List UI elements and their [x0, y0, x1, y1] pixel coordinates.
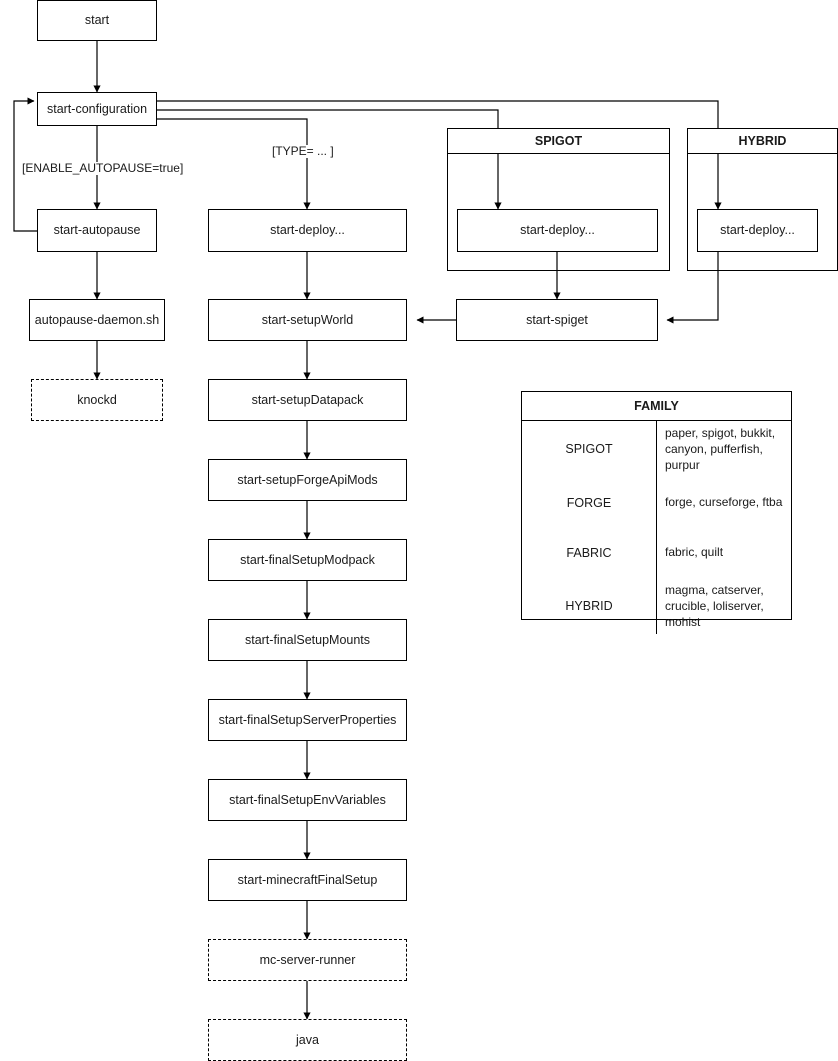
- group-hybrid: HYBRID: [687, 128, 838, 271]
- family-legend-row: FORGE forge, curseforge, ftba: [522, 477, 791, 528]
- node-start-minecraftfinalsetup[interactable]: start-minecraftFinalSetup: [208, 859, 407, 901]
- node-autopause-daemon[interactable]: autopause-daemon.sh: [29, 299, 165, 341]
- node-java[interactable]: java: [208, 1019, 407, 1061]
- family-legend-row: HYBRID magma, catserver, crucible, lolis…: [522, 577, 791, 635]
- group-spigot: SPIGOT: [447, 128, 670, 271]
- family-legend-value: paper, spigot, bukkit, canyon, pufferfis…: [665, 426, 776, 473]
- node-start-deploy-spigot[interactable]: start-deploy...: [457, 209, 658, 252]
- family-legend-row: FABRIC fabric, quilt: [522, 527, 791, 578]
- node-start-setupworld[interactable]: start-setupWorld: [208, 299, 407, 341]
- node-start-finalsetupserverproperties[interactable]: start-finalSetupServerProperties: [208, 699, 407, 741]
- family-legend-value: fabric, quilt: [665, 545, 724, 560]
- group-spigot-title: SPIGOT: [448, 129, 669, 154]
- family-legend-key: SPIGOT: [522, 420, 657, 478]
- node-start-finalsetupmodpack[interactable]: start-finalSetupModpack: [208, 539, 407, 581]
- node-start-setupdatapack[interactable]: start-setupDatapack: [208, 379, 407, 421]
- node-start-configuration[interactable]: start-configuration: [37, 92, 157, 126]
- family-legend-value: magma, catserver, crucible, loliserver, …: [665, 582, 764, 629]
- node-start-deploy-hybrid[interactable]: start-deploy...: [697, 209, 818, 252]
- family-legend-value: forge, curseforge, ftba: [665, 495, 783, 510]
- node-mc-server-runner[interactable]: mc-server-runner: [208, 939, 407, 981]
- node-start-finalsetupmounts[interactable]: start-finalSetupMounts: [208, 619, 407, 661]
- edge-label-type: [TYPE= ... ]: [271, 144, 335, 159]
- family-legend-row: SPIGOT paper, spigot, bukkit, canyon, pu…: [522, 420, 791, 478]
- family-legend-key: FORGE: [522, 477, 657, 528]
- node-start-setupforgeapimods[interactable]: start-setupForgeApiMods: [208, 459, 407, 501]
- edge-label-enable-autopause: [ENABLE_AUTOPAUSE=true]: [21, 161, 185, 176]
- node-start-deploy-main[interactable]: start-deploy...: [208, 209, 407, 252]
- family-legend-title: FAMILY: [522, 392, 791, 421]
- family-legend-key: HYBRID: [522, 577, 657, 635]
- node-start-spiget[interactable]: start-spiget: [456, 299, 658, 341]
- node-start-finalsetupenvvariables[interactable]: start-finalSetupEnvVariables: [208, 779, 407, 821]
- family-legend-key: FABRIC: [522, 527, 657, 578]
- node-start-autopause[interactable]: start-autopause: [37, 209, 157, 252]
- group-hybrid-title: HYBRID: [688, 129, 837, 154]
- node-start[interactable]: start: [37, 0, 157, 41]
- family-legend: FAMILY SPIGOT paper, spigot, bukkit, can…: [521, 391, 792, 635]
- node-knockd[interactable]: knockd: [31, 379, 163, 421]
